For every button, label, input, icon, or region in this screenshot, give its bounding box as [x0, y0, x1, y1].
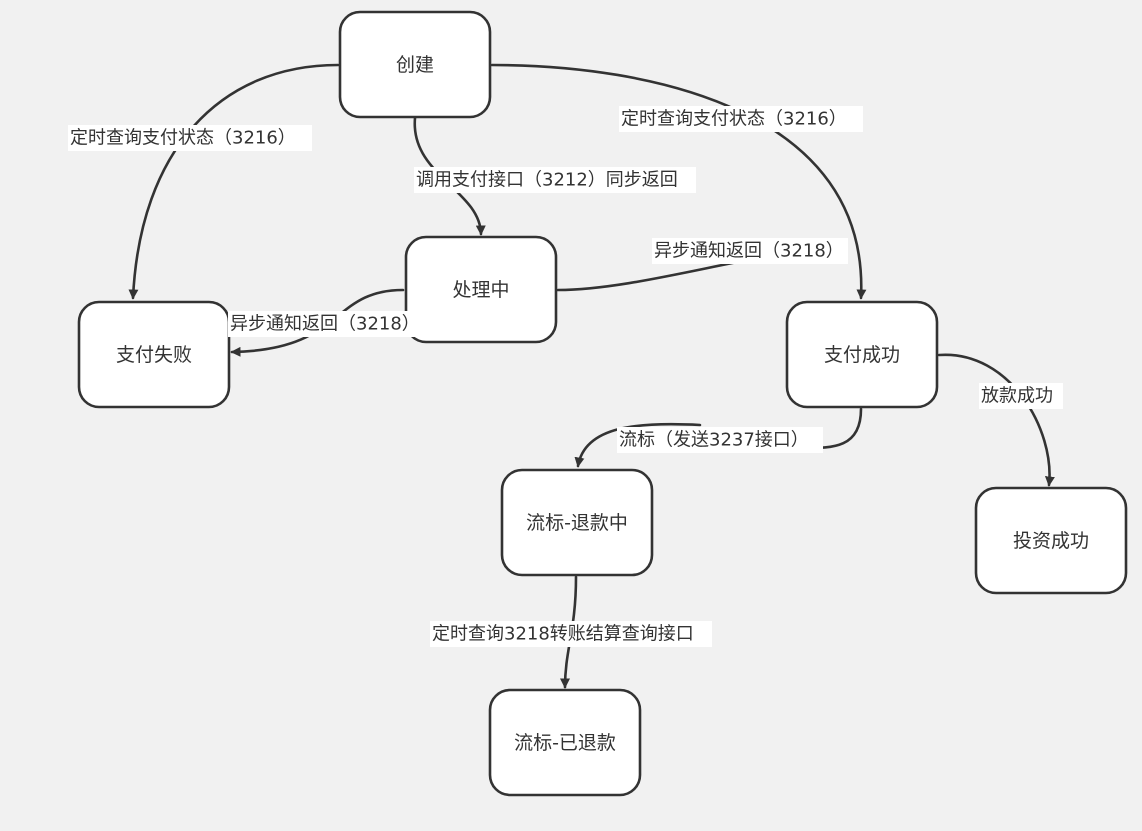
edge-label-text: 定时查询支付状态（3216）: [70, 128, 296, 149]
node-refunded: 流标-已退款: [488, 688, 642, 797]
node-pay-fail: 支付失败: [77, 300, 231, 409]
edge-label-pay-success-to-refunding: 流标（发送3237接口）: [617, 427, 823, 453]
node-create-label: 创建: [396, 54, 434, 76]
edge-label-refunding-to-refunded: 定时查询3218转账结算查询接口: [430, 621, 712, 647]
edge-label-text: 流标（发送3237接口）: [619, 430, 809, 451]
edge-label-create-to-processing: 调用支付接口（3212）同步返回: [414, 167, 696, 193]
edge-create-to-pay-fail: [128, 63, 340, 300]
edge-label-text: 放款成功: [981, 386, 1053, 407]
edge-label-create-to-pay-fail: 定时查询支付状态（3216）: [68, 125, 312, 151]
node-refunded-label: 流标-已退款: [514, 732, 616, 754]
node-processing: 处理中: [404, 235, 558, 344]
edge-label-text: 定时查询3218转账结算查询接口: [432, 624, 694, 645]
edge-label-processing-to-pay-success: 异步通知返回（3218）: [652, 238, 848, 264]
node-invest-success-label: 投资成功: [1013, 530, 1089, 552]
node-pay-fail-label: 支付失败: [116, 344, 192, 366]
edge-label-text: 异步通知返回（3218）: [654, 241, 844, 262]
node-refunding: 流标-退款中: [500, 468, 654, 577]
edge-label-text: 调用支付接口（3212）同步返回: [416, 170, 678, 191]
edge-pay-success-to-invest-success: [937, 353, 1055, 487]
edge-label-processing-to-pay-fail: 异步通知返回（3218）: [228, 311, 424, 337]
node-refunding-label: 流标-退款中: [526, 512, 628, 534]
node-pay-success-label: 支付成功: [824, 344, 900, 366]
edge-label-text: 定时查询支付状态（3216）: [621, 109, 847, 130]
node-invest-success: 投资成功: [974, 486, 1128, 595]
node-processing-label: 处理中: [452, 279, 509, 301]
node-create: 创建: [338, 10, 492, 119]
edge-label-pay-success-to-invest-success: 放款成功: [979, 383, 1063, 409]
edge-label-text: 异步通知返回（3218）: [230, 314, 420, 335]
edge-label-create-to-pay-success: 定时查询支付状态（3216）: [619, 106, 863, 132]
node-pay-success: 支付成功: [785, 300, 939, 409]
